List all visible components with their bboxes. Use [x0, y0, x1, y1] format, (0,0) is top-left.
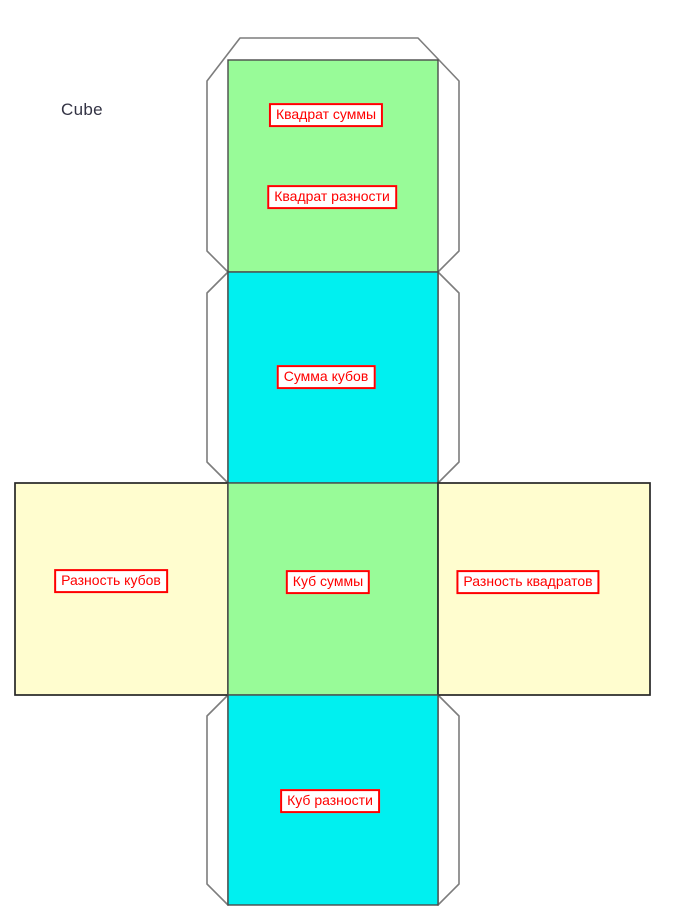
- label-cube-of-sum[interactable]: Куб суммы: [285, 570, 371, 594]
- upper-middle-left-flap: [206, 271, 229, 484]
- label-square-of-sum[interactable]: Квадрат суммы: [268, 103, 384, 127]
- page-title: Cube: [61, 100, 103, 119]
- label-sum-of-cubes[interactable]: Сумма кубов: [276, 365, 376, 389]
- upper-middle-right-flap: [437, 271, 460, 484]
- label-difference-of-cubes[interactable]: Разность кубов: [54, 569, 168, 593]
- label-difference-of-squares[interactable]: Разность квадратов: [456, 570, 600, 594]
- label-square-of-difference[interactable]: Квадрат разности: [267, 185, 397, 209]
- face-square-formulas: [227, 59, 439, 273]
- label-cube-of-difference[interactable]: Куб разности: [280, 789, 380, 813]
- bottom-right-flap: [437, 694, 460, 906]
- bottom-left-flap: [206, 694, 229, 906]
